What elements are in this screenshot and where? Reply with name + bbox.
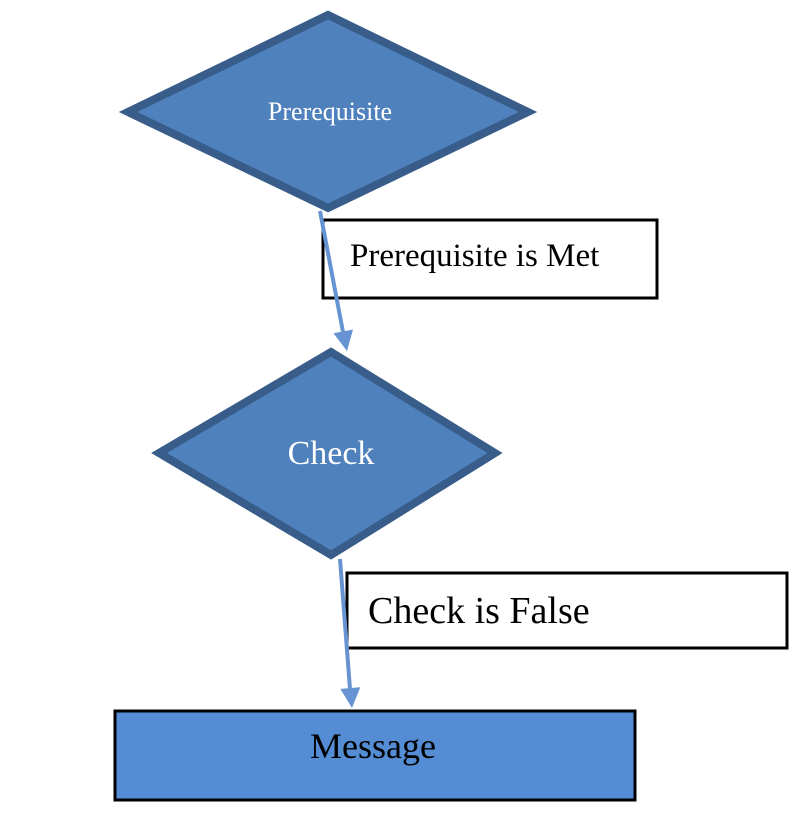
decision-node-prerequisite [118, 10, 538, 213]
arrow-check-to-message [338, 558, 361, 708]
edge-label-prerequisite-is-met: Prerequisite is Met [350, 238, 599, 274]
arrow-check-to-message-head [340, 687, 361, 708]
process-node-message-label: Message [310, 726, 436, 766]
edge-label-box-prerequisite-is-met [321, 218, 659, 300]
arrow-prerequisite-to-check-head [333, 329, 353, 351]
edge-label-check-is-false: Check is False [368, 590, 590, 632]
decision-node-prerequisite-label: Prerequisite [268, 97, 392, 126]
process-node-message [113, 709, 637, 802]
arrow-prerequisite-to-check-line [318, 210, 345, 333]
decision-node-check [151, 347, 503, 560]
arrow-prerequisite-to-check [318, 210, 353, 351]
arrow-check-to-message-line [338, 558, 352, 690]
edge-label-box-check-is-false [345, 571, 789, 650]
decision-node-check-label: Check [288, 435, 375, 472]
